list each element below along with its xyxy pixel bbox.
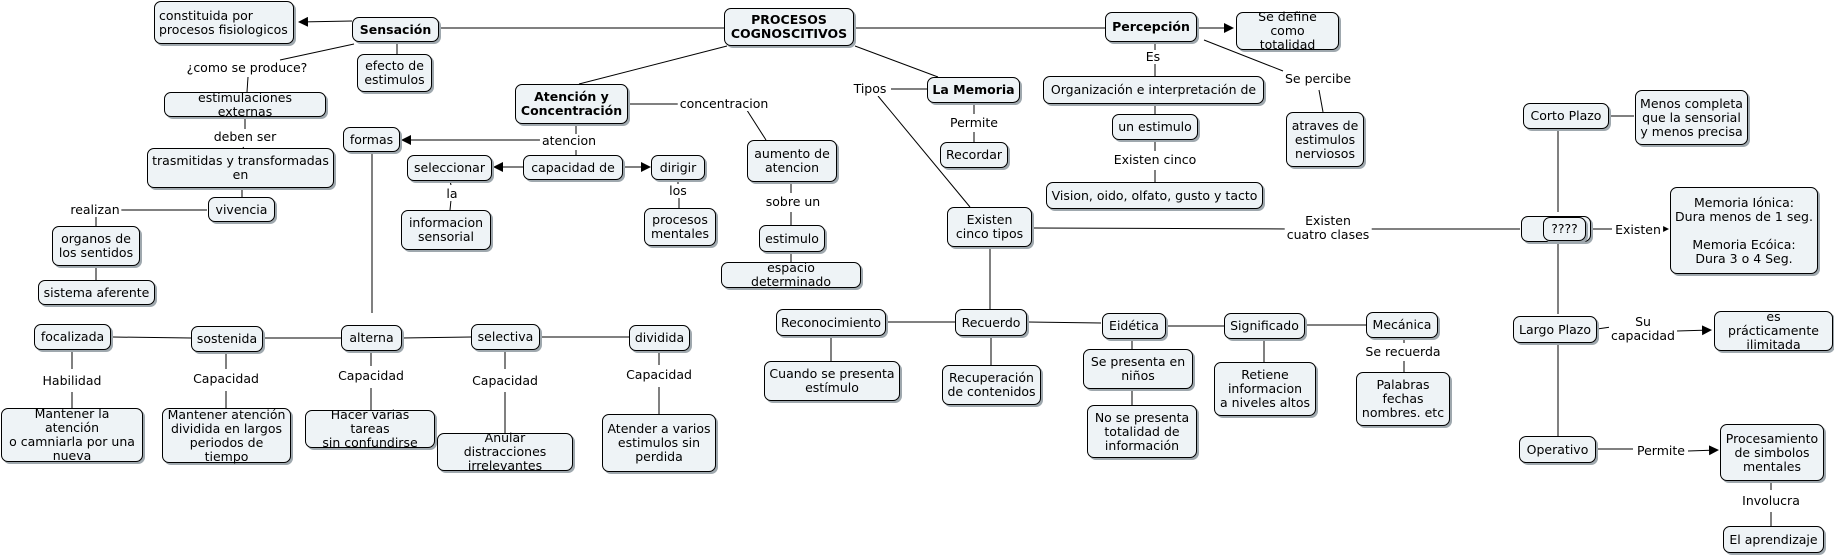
node-atraves-estimulos[interactable]: atraves de estimulos nerviosos xyxy=(1286,112,1364,167)
node-menos-completa[interactable]: Menos completa que la sensorial y menos … xyxy=(1635,90,1748,145)
node-corto-plazo[interactable]: Corto Plazo xyxy=(1523,103,1609,129)
node-recuerdo[interactable]: Recuerdo xyxy=(955,309,1027,336)
node-estimulo[interactable]: estimulo xyxy=(759,225,825,252)
node-presenta-ninos[interactable]: Se presenta en niños xyxy=(1083,349,1193,389)
node-existen-cinco-tipos[interactable]: Existen cinco tipos xyxy=(947,207,1032,247)
label-existen: Existen xyxy=(1613,222,1663,237)
node-palabras-fechas[interactable]: Palabras fechas nombres. etc xyxy=(1356,372,1450,426)
node-memoria-ionica-ecoica[interactable]: Memoria Iónica: Dura menos de 1 seg. Mem… xyxy=(1670,187,1818,274)
label-involucra: Involucra xyxy=(1740,493,1802,508)
label-los: los xyxy=(667,183,689,198)
node-efecto-estimulos[interactable]: efecto de estimulos xyxy=(357,54,432,92)
label-su-capacidad: Su capacidad xyxy=(1608,314,1678,343)
node-espacio-determinado[interactable]: espacio determinado xyxy=(721,261,861,289)
label-permite-recordar: Permite xyxy=(948,115,1000,130)
node-aprendizaje[interactable]: El aprendizaje xyxy=(1723,526,1824,553)
node-estimulaciones-externas[interactable]: estimulaciones externas xyxy=(164,90,326,118)
node-formas[interactable]: formas xyxy=(343,127,400,152)
node-anular-distracciones[interactable]: Anular distracciones irrelevantes xyxy=(437,431,573,473)
node-focalizada[interactable]: focalizada xyxy=(34,324,111,350)
node-seleccionar[interactable]: seleccionar xyxy=(407,155,492,181)
node-atender-varios[interactable]: Atender a varios estimulos sin perdida xyxy=(602,414,716,472)
node-ilimitada[interactable]: es prácticamente ilimitada xyxy=(1714,310,1833,352)
node-operativo[interactable]: Operativo xyxy=(1519,436,1596,463)
node-mantener-atencion[interactable]: Mantener la atención o camniarla por una… xyxy=(1,407,143,463)
node-mecanica[interactable]: Mecánica xyxy=(1366,312,1438,338)
label-capacidad-selectiva: Capacidad xyxy=(470,373,540,388)
node-alterna[interactable]: alterna xyxy=(341,325,402,351)
node-varias-tareas[interactable]: Hacer varias tareas sin confundirse xyxy=(305,408,435,450)
node-capacidad-de[interactable]: capacidad de xyxy=(523,155,623,180)
node-selectiva[interactable]: selectiva xyxy=(471,324,540,350)
label-capacidad-dividida: Capacidad xyxy=(624,367,694,382)
label-realizan: realizan xyxy=(68,202,122,217)
node-vision-oido-olfato[interactable]: Vision, oido, olfato, gusto y tacto xyxy=(1046,182,1263,209)
node-recordar[interactable]: Recordar xyxy=(940,142,1008,168)
node-informacion-sensorial[interactable]: informacion sensorial xyxy=(401,210,491,250)
label-es: Es xyxy=(1143,49,1163,64)
node-sistema-aferente[interactable]: sistema aferente xyxy=(38,280,155,305)
label-la: la xyxy=(444,186,460,201)
label-se-percibe: Se percibe xyxy=(1282,71,1354,86)
node-mantener-dividida[interactable]: Mantener atención dividida en largos per… xyxy=(162,407,291,463)
node-reconocimiento[interactable]: Reconocimiento xyxy=(776,309,886,336)
node-significado[interactable]: Significado xyxy=(1224,313,1305,339)
node-atencion-concentracion[interactable]: Atención y Concentración xyxy=(515,84,628,124)
node-dividida[interactable]: dividida xyxy=(629,325,690,351)
label-atencion: atencion xyxy=(539,133,599,148)
node-presenta-estimulo[interactable]: Cuando se presenta estímulo xyxy=(764,361,900,401)
node-retiene-informacion[interactable]: Retiene informacion a niveles altos xyxy=(1214,362,1316,416)
node-recuperacion-contenidos[interactable]: Recuperación de contenidos xyxy=(942,365,1041,405)
node-procesos-cognoscitivos[interactable]: PROCESOS COGNOSCITIVOS xyxy=(724,8,854,46)
label-capacidad-alterna: Capacidad xyxy=(336,368,406,383)
node-eidetica[interactable]: Eidética xyxy=(1102,313,1166,339)
label-permite-procesamiento: Permite xyxy=(1635,443,1687,458)
node-question-marks[interactable]: ???? xyxy=(1543,217,1586,241)
label-habilidad: Habilidad xyxy=(40,373,104,388)
node-procesamiento-simbolos[interactable]: Procesamiento de simbolos mentales xyxy=(1720,424,1824,481)
label-tipos: Tipos xyxy=(851,81,889,96)
label-concentracion: concentracion xyxy=(677,96,771,111)
label-existen-cinco: Existen cinco xyxy=(1111,152,1199,167)
node-sensacion[interactable]: Sensación xyxy=(352,17,439,42)
node-no-totalidad[interactable]: No se presenta totalidad de información xyxy=(1087,405,1197,458)
node-percepcion[interactable]: Percepción xyxy=(1105,12,1197,42)
node-largo-plazo[interactable]: Largo Plazo xyxy=(1513,316,1597,343)
label-existen-cuatro-clases: Existen cuatro clases xyxy=(1284,213,1372,242)
node-trasmitidas[interactable]: trasmitidas y transformadas en xyxy=(147,148,334,188)
node-un-estimulo[interactable]: un estimulo xyxy=(1112,114,1198,140)
label-se-recuerda: Se recuerda xyxy=(1363,344,1443,359)
node-dirigir[interactable]: dirigir xyxy=(651,155,705,180)
label-sobre-un: sobre un xyxy=(763,194,823,209)
node-organos-sentidos[interactable]: organos de los sentidos xyxy=(52,226,140,266)
node-procesos-mentales[interactable]: procesos mentales xyxy=(644,208,716,246)
node-vivencia[interactable]: vivencia xyxy=(208,197,275,222)
node-organizacion-interpretacion[interactable]: Organización e interpretación de xyxy=(1043,76,1264,104)
label-capacidad-sostenida: Capacidad xyxy=(191,371,261,386)
node-sostenida[interactable]: sostenida xyxy=(191,326,263,352)
node-aumento-atencion[interactable]: aumento de atencion xyxy=(747,140,837,182)
node-se-define-totalidad[interactable]: Se define como totalidad xyxy=(1236,10,1339,52)
label-deben-ser: deben ser xyxy=(211,129,279,144)
node-constituida[interactable]: constituida por procesos fisiologicos xyxy=(154,1,294,44)
label-como-se-produce: ¿como se produce? xyxy=(184,60,310,75)
node-la-memoria[interactable]: La Memoria xyxy=(927,77,1020,103)
